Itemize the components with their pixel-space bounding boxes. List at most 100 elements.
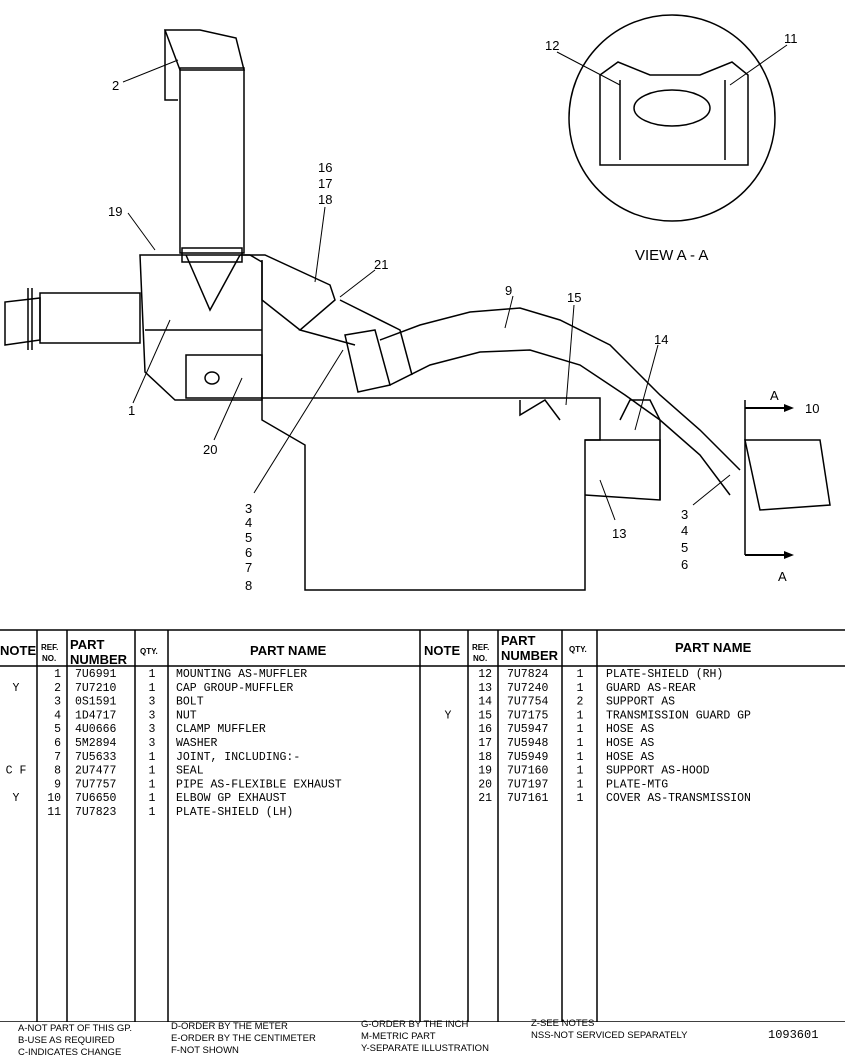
row-part-name: GUARD AS-REAR (606, 682, 696, 695)
callout-21: 21 (374, 257, 388, 272)
notes-legend: A-NOT PART OF THIS GP. B-USE AS REQUIRED… (0, 1018, 845, 1063)
callout-11: 11 (784, 31, 798, 46)
row-qty: 1 (577, 709, 584, 722)
row-part-number: 7U7210 (75, 682, 117, 695)
row-note: Y (13, 792, 20, 805)
callout-8: 8 (245, 578, 252, 593)
row-note: Y (445, 709, 452, 722)
table-header-left: NOTE REF. NO. PART NUMBER QTY. PART NAME (0, 637, 327, 667)
row-part-number: 7U6650 (75, 792, 117, 805)
row-part-number: 7U5949 (507, 751, 549, 764)
row-qty: 1 (577, 778, 584, 791)
header-note: NOTE (0, 643, 36, 658)
row-part-number: 7U5633 (75, 751, 117, 764)
row-part-name: PLATE-SHIELD (LH) (176, 806, 293, 819)
row-ref-no: 17 (478, 737, 492, 750)
row-part-number: 7U5948 (507, 737, 549, 750)
row-ref-no: 10 (47, 792, 61, 805)
legend-c: C-INDICATES CHANGE (18, 1047, 122, 1058)
flexible-exhaust-pipe (379, 307, 741, 471)
callout-10: 10 (805, 401, 819, 416)
header-ref: REF. (41, 643, 58, 652)
row-ref-no: 16 (478, 723, 492, 736)
row-ref-no: 2 (54, 682, 61, 695)
row-ref-no: 15 (478, 709, 492, 722)
row-qty: 3 (149, 723, 156, 736)
callout-14: 14 (654, 332, 668, 347)
row-part-name: WASHER (176, 737, 218, 750)
row-qty: 1 (577, 751, 584, 764)
header-note-right: NOTE (424, 643, 460, 658)
row-part-number: 4U0666 (75, 723, 117, 736)
row-note: Y (13, 682, 20, 695)
exhaust-assembly-diagram: 1 2 3 4 5 6 7 8 9 10 11 12 13 14 15 16 1… (4, 14, 831, 593)
row-part-name: CLAMP MUFFLER (176, 723, 266, 736)
row-qty: 1 (149, 778, 156, 791)
callout-15: 15 (567, 290, 581, 305)
row-ref-no: 13 (478, 682, 492, 695)
row-qty: 1 (577, 792, 584, 805)
row-ref-no: 7 (54, 751, 61, 764)
row-ref-no: 20 (478, 778, 492, 791)
row-part-number: 7U7754 (507, 696, 549, 709)
header-number-right: NUMBER (501, 648, 559, 663)
callout-1: 1 (128, 403, 135, 418)
header-ref-right: REF. (472, 643, 489, 652)
legend-z: Z-SEE NOTES (531, 1018, 595, 1029)
row-qty: 3 (149, 737, 156, 750)
row-ref-no: 12 (478, 668, 492, 681)
table-row: 3 0S1591 3 BOLT (54, 696, 204, 709)
header-number: NUMBER (70, 652, 128, 667)
legend-y: Y-SEPARATE ILLUSTRATION (361, 1043, 489, 1054)
row-part-name: JOINT, INCLUDING:- (176, 751, 300, 764)
legend-d: D-ORDER BY THE METER (171, 1021, 288, 1032)
row-qty: 1 (149, 765, 156, 778)
row-ref-no: 3 (54, 696, 61, 709)
callout-4: 4 (245, 515, 252, 530)
row-part-number: 7U7240 (507, 682, 549, 695)
row-qty: 1 (149, 792, 156, 805)
row-ref-no: 19 (478, 765, 492, 778)
callout-5: 5 (245, 530, 252, 545)
row-part-number: 7U7823 (75, 806, 117, 819)
leader-lines (122, 44, 788, 521)
row-part-number: 0S1591 (75, 696, 117, 709)
row-part-name: BOLT (176, 696, 204, 709)
legend-b: B-USE AS REQUIRED (18, 1035, 115, 1046)
callout-3b: 3 (681, 507, 688, 522)
row-part-name: PLATE-SHIELD (RH) (606, 668, 723, 681)
row-part-number: 7U6991 (75, 668, 117, 681)
row-ref-no: 18 (478, 751, 492, 764)
callout-13: 13 (612, 526, 626, 541)
row-ref-no: 9 (54, 778, 61, 791)
row-ref-no: 21 (478, 792, 492, 805)
row-qty: 2 (577, 696, 584, 709)
row-part-name: TRANSMISSION GUARD GP (606, 709, 751, 722)
row-qty: 1 (577, 668, 584, 681)
row-part-name: NUT (176, 709, 197, 722)
callout-5b: 5 (681, 540, 688, 555)
callout-3: 3 (245, 501, 252, 516)
callout-19: 19 (108, 204, 122, 219)
rear-guard (584, 439, 661, 501)
row-part-name: SUPPORT AS (606, 696, 675, 709)
table-header-right: NOTE REF. NO. PART NUMBER QTY. PART NAME (424, 633, 752, 663)
callout-18: 18 (318, 192, 332, 207)
legend-nss: NSS-NOT SERVICED SEPARATELY (531, 1030, 688, 1041)
header-part-name-right: PART NAME (675, 640, 752, 655)
row-qty: 1 (149, 668, 156, 681)
row-qty: 3 (149, 696, 156, 709)
row-qty: 1 (149, 806, 156, 819)
